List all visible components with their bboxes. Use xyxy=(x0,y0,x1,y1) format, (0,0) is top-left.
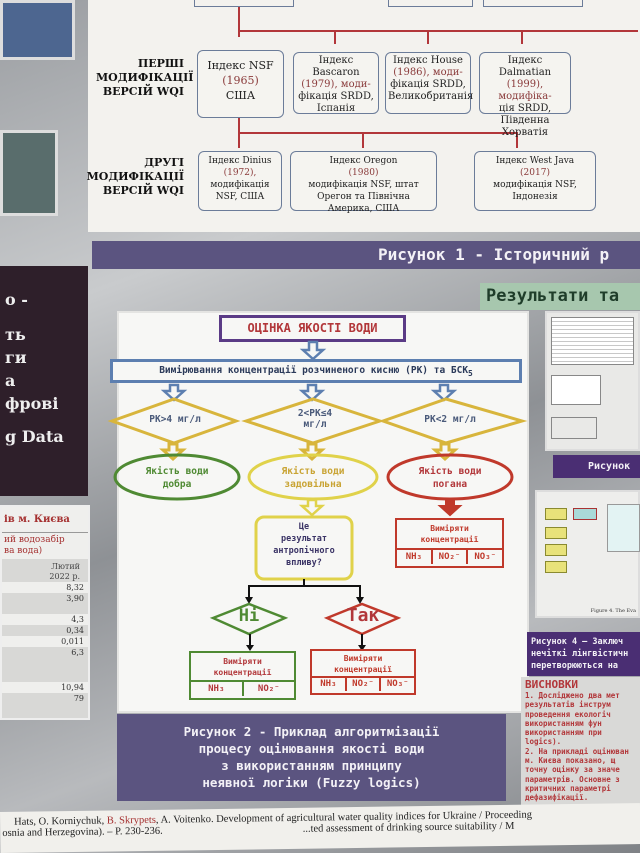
yes-diamond xyxy=(323,602,402,636)
index-oregon-box: Індекс Oregon(1980)модифікація NSF, штат… xyxy=(290,151,437,214)
condition-diamond xyxy=(107,397,241,445)
condition-3: РК<2 мг/л xyxy=(424,414,476,425)
measure-box: Вимірювання концентрації розчиненого кис… xyxy=(110,359,522,383)
flowchart-title: ОЦІНКА ЯКОСТІ ВОДИ xyxy=(219,315,406,342)
figure3-caption: Рисунок xyxy=(553,455,640,478)
arrow-icon xyxy=(160,383,188,402)
index-dinius-box: Індекс Dinius(1972),модифікація NSF, США xyxy=(198,151,282,211)
condition-1: РК>4 мг/л xyxy=(149,414,201,425)
table-values: 8,32 3,90 4,3 0,34 0,011 6,3 10,94 79 xyxy=(2,582,88,704)
results-heading: Результати та xyxy=(480,283,640,310)
arrow-icon xyxy=(299,340,327,361)
conclusions-title: ВИСНОВКИ xyxy=(525,678,578,691)
arrow-icon xyxy=(298,383,326,402)
index-westjava-box: Індекс West Java(2017)модифікація NSF, І… xyxy=(474,151,596,211)
no-diamond xyxy=(209,602,289,636)
yes-label: Так xyxy=(346,605,380,626)
table-title: ів м. Києва xyxy=(2,507,88,532)
arrow-icon xyxy=(430,383,458,402)
figure1-caption: Рисунок 1 - Історичний р xyxy=(92,241,640,269)
good-ellipse xyxy=(113,453,241,501)
left-green-panel xyxy=(0,130,58,216)
index-dalmatian-box: Індекс Dalmatian(1999), модифіка-ція SRD… xyxy=(479,52,571,138)
index-nsf-box: Індекс NSF(1965)США xyxy=(197,50,284,118)
index-house-box: Індекс House(1986), моди-фікація SRDD, В… xyxy=(385,52,473,114)
figure4-image: Figure 4. The Eva xyxy=(535,490,640,618)
figure3-screenshot xyxy=(545,311,640,451)
condition-diamond xyxy=(378,397,528,445)
no-label: Ні xyxy=(238,606,260,626)
left-blue-panel xyxy=(0,0,75,60)
index-bascaron-box: Індекс Bascaron(1979), моди-фікація SRDD… xyxy=(293,52,379,114)
